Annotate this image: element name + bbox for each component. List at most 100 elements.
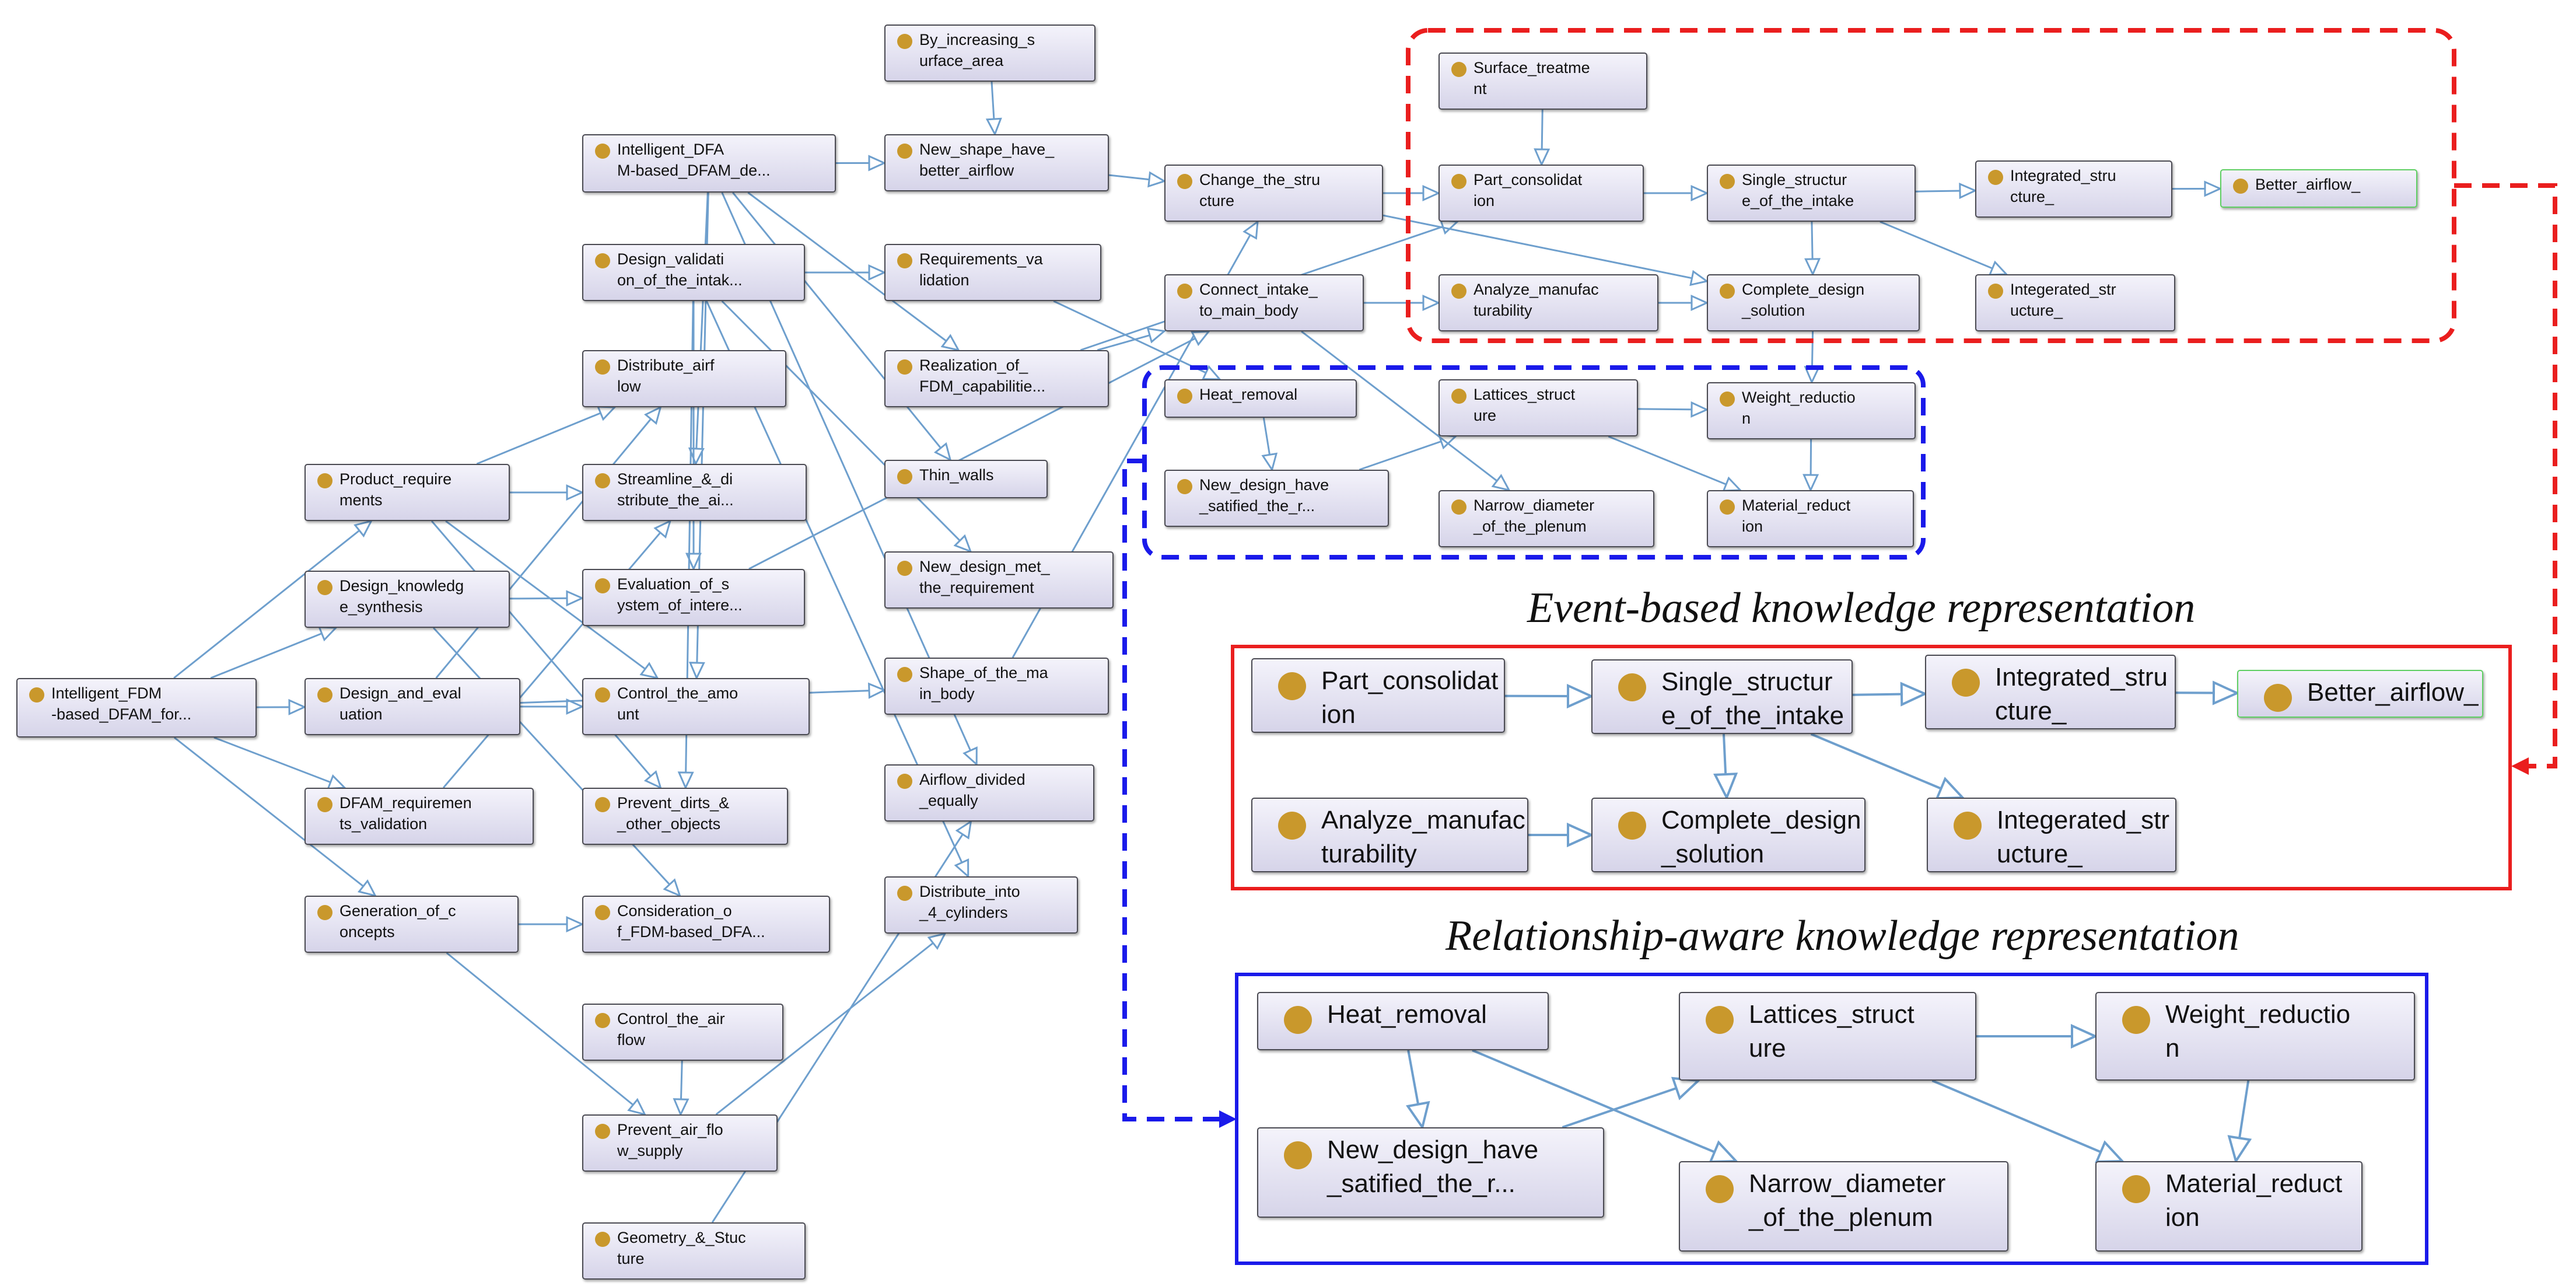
node-label: Single_structur e_of_the_intake <box>1742 171 1854 209</box>
node-label: Control_the_amo unt <box>617 684 738 723</box>
relationship-node-material-reduction: Material_reduct ion <box>2095 1161 2362 1252</box>
node-connect-intake: Connect_intake_ to_main_body <box>1164 274 1364 331</box>
class-dot-icon <box>1177 284 1192 299</box>
class-dot-icon <box>1720 284 1735 299</box>
node-label: Control_the_air flow <box>617 1010 725 1049</box>
class-dot-icon <box>317 905 332 920</box>
edge-by_increasing-to-new_shape <box>985 81 1002 137</box>
node-label: Distribute_airf low <box>617 357 715 395</box>
edge-product_req-to-control_amount <box>445 520 659 680</box>
node-airflow-divided: Airflow_divided _equally <box>884 764 1094 822</box>
class-dot-icon <box>1451 174 1466 189</box>
class-dot-icon <box>897 774 912 789</box>
class-dot-icon <box>897 667 912 682</box>
relationship-connector-arrowhead <box>1219 1110 1237 1128</box>
node-label: Single_structur e_of_the_intake <box>1661 668 1845 730</box>
edge-design_eval-to-distribute_airflow <box>435 406 662 679</box>
edge-single_structure-to-integrated_structure <box>1852 682 1928 707</box>
class-dot-icon <box>1177 389 1192 404</box>
edge-intelligent_fdm-to-product_req <box>173 519 373 679</box>
node-prevent-air: Prevent_air_flo w_supply <box>582 1114 778 1172</box>
node-thin-walls: Thin_walls <box>884 460 1048 498</box>
event-group-dashed-box <box>1406 28 2456 343</box>
node-label: Narrow_diameter _of_the_plenum <box>1749 1169 1946 1232</box>
node-label: New_design_have _satified_the_r... <box>1327 1135 1539 1198</box>
node-design-validation: Design_validati on_of_the_intak... <box>582 244 805 301</box>
event-node-integerated-structure: Integerated_str ucture_ <box>1927 798 2176 872</box>
node-label: Prevent_air_flo w_supply <box>617 1121 723 1159</box>
edge-control_airflow-to-prevent_air <box>673 1060 690 1117</box>
node-label: Requirements_va lidation <box>919 250 1043 289</box>
node-label: Product_requirе ments <box>340 470 452 509</box>
class-dot-icon <box>1284 1006 1312 1034</box>
edge-design_validation-to-new_design_met <box>721 300 972 553</box>
node-label: Distribute_into _4_cylinders <box>919 883 1020 921</box>
node-label: Part_consolidat ion <box>1474 171 1583 209</box>
event-node-integrated-structure: Integrated_stru cture_ <box>1925 655 2176 729</box>
edge-weight_reduction-to-material_reduction <box>1803 439 1819 492</box>
edge-design_knowledge-to-consideration <box>432 627 681 897</box>
node-intelligent-fdm: Intelligent_FDM -based_DFAM_for... <box>16 678 257 738</box>
node-label: Complete_design _solution <box>1742 281 1865 319</box>
class-dot-icon <box>1618 812 1646 840</box>
class-dot-icon <box>595 687 610 703</box>
node-label: New_design_met_ the_requirement <box>919 558 1050 596</box>
node-label: Complete_design _solution <box>1661 806 1861 868</box>
node-label: Design_and_eval uation <box>340 684 461 723</box>
node-label: Change_the_stru cture <box>1199 171 1321 209</box>
event-connector-arrowhead <box>2511 757 2529 775</box>
node-surface-treatment: Surface_treatme nt <box>1438 53 1647 110</box>
class-dot-icon <box>1720 392 1735 407</box>
edge-integrated_structure-to-better_airflow <box>2172 180 2222 197</box>
event-node-complete-design: Complete_design _solution <box>1591 798 1866 872</box>
node-dfam-req-val: DFAM_requiremen ts_validation <box>304 788 534 845</box>
class-dot-icon <box>1451 499 1466 515</box>
node-distribute-airflow: Distribute_airf low <box>582 350 786 407</box>
class-dot-icon <box>595 144 610 159</box>
node-label: Integerated_str ucture_ <box>2010 281 2116 319</box>
node-realization: Realization_of_ FDM_capabilitie... <box>884 350 1109 407</box>
node-design-eval: Design_and_eval uation <box>304 678 520 735</box>
class-dot-icon <box>595 905 610 920</box>
node-lattices: Lattices_struct ure <box>1438 379 1638 436</box>
edge-generation-to-prevent_air <box>446 952 647 1116</box>
edge-intelligent_dfa-to-realization <box>747 191 960 352</box>
class-dot-icon <box>2233 179 2248 194</box>
class-dot-icon <box>1988 170 2003 185</box>
edge-intelligent_dfa-to-new_shape <box>835 155 887 172</box>
node-label: Streamline_&_di stribute_the_ai... <box>617 470 734 509</box>
node-part-consolidation: Part_consolidat ion <box>1438 165 1644 222</box>
relationship-connector-arrow <box>1122 459 1222 1121</box>
edge-design_validation-to-evaluation_system <box>685 301 702 571</box>
node-label: New_shape_have_ better_airflow <box>919 141 1055 179</box>
edge-design_knowledge-to-evaluation_system <box>509 590 584 607</box>
class-dot-icon <box>897 253 912 268</box>
node-label: Material_reduct ion <box>2165 1169 2343 1232</box>
edge-new_design_have-to-lattices <box>1562 1077 1702 1128</box>
edge-product_req-to-streamline <box>510 484 584 501</box>
class-dot-icon <box>1706 1006 1734 1034</box>
edge-single_structure-to-integrated_structure <box>1915 183 1978 200</box>
node-new-design-have: New_design_have _satified_the_r... <box>1164 470 1389 527</box>
class-dot-icon <box>595 1013 610 1028</box>
event-node-better-airflow: Better_airflow_ <box>2237 670 2483 718</box>
class-dot-icon <box>897 34 912 49</box>
node-label: Consideration_o f_FDM-based_DFA... <box>617 902 765 941</box>
event-connector-arrow <box>2454 183 2557 768</box>
node-analyze-manufac: Analyze_manufac turability <box>1438 274 1658 331</box>
edge-change_structure-to-part_consolidation <box>1383 184 1441 202</box>
class-dot-icon <box>1278 672 1306 700</box>
node-better-airflow: Better_airflow_ <box>2220 169 2417 208</box>
node-label: Intelligent_FDM -based_DFAM_for... <box>51 684 192 723</box>
node-label: By_increasing_s urface_area <box>919 31 1035 69</box>
class-dot-icon <box>595 253 610 268</box>
event-caption: Event-based knowledge representation <box>1527 584 2196 632</box>
node-by-increasing: By_increasing_s urface_area <box>884 25 1096 82</box>
class-dot-icon <box>1177 174 1192 189</box>
edge-weight_reduction-to-material_reduction <box>2227 1080 2252 1164</box>
edge-change_structure-to-complete_design <box>1382 214 1709 286</box>
edge-lattices-to-weight_reduction <box>1976 1023 2098 1049</box>
node-shape-main: Shape_of_the_ma in_body <box>884 658 1109 715</box>
